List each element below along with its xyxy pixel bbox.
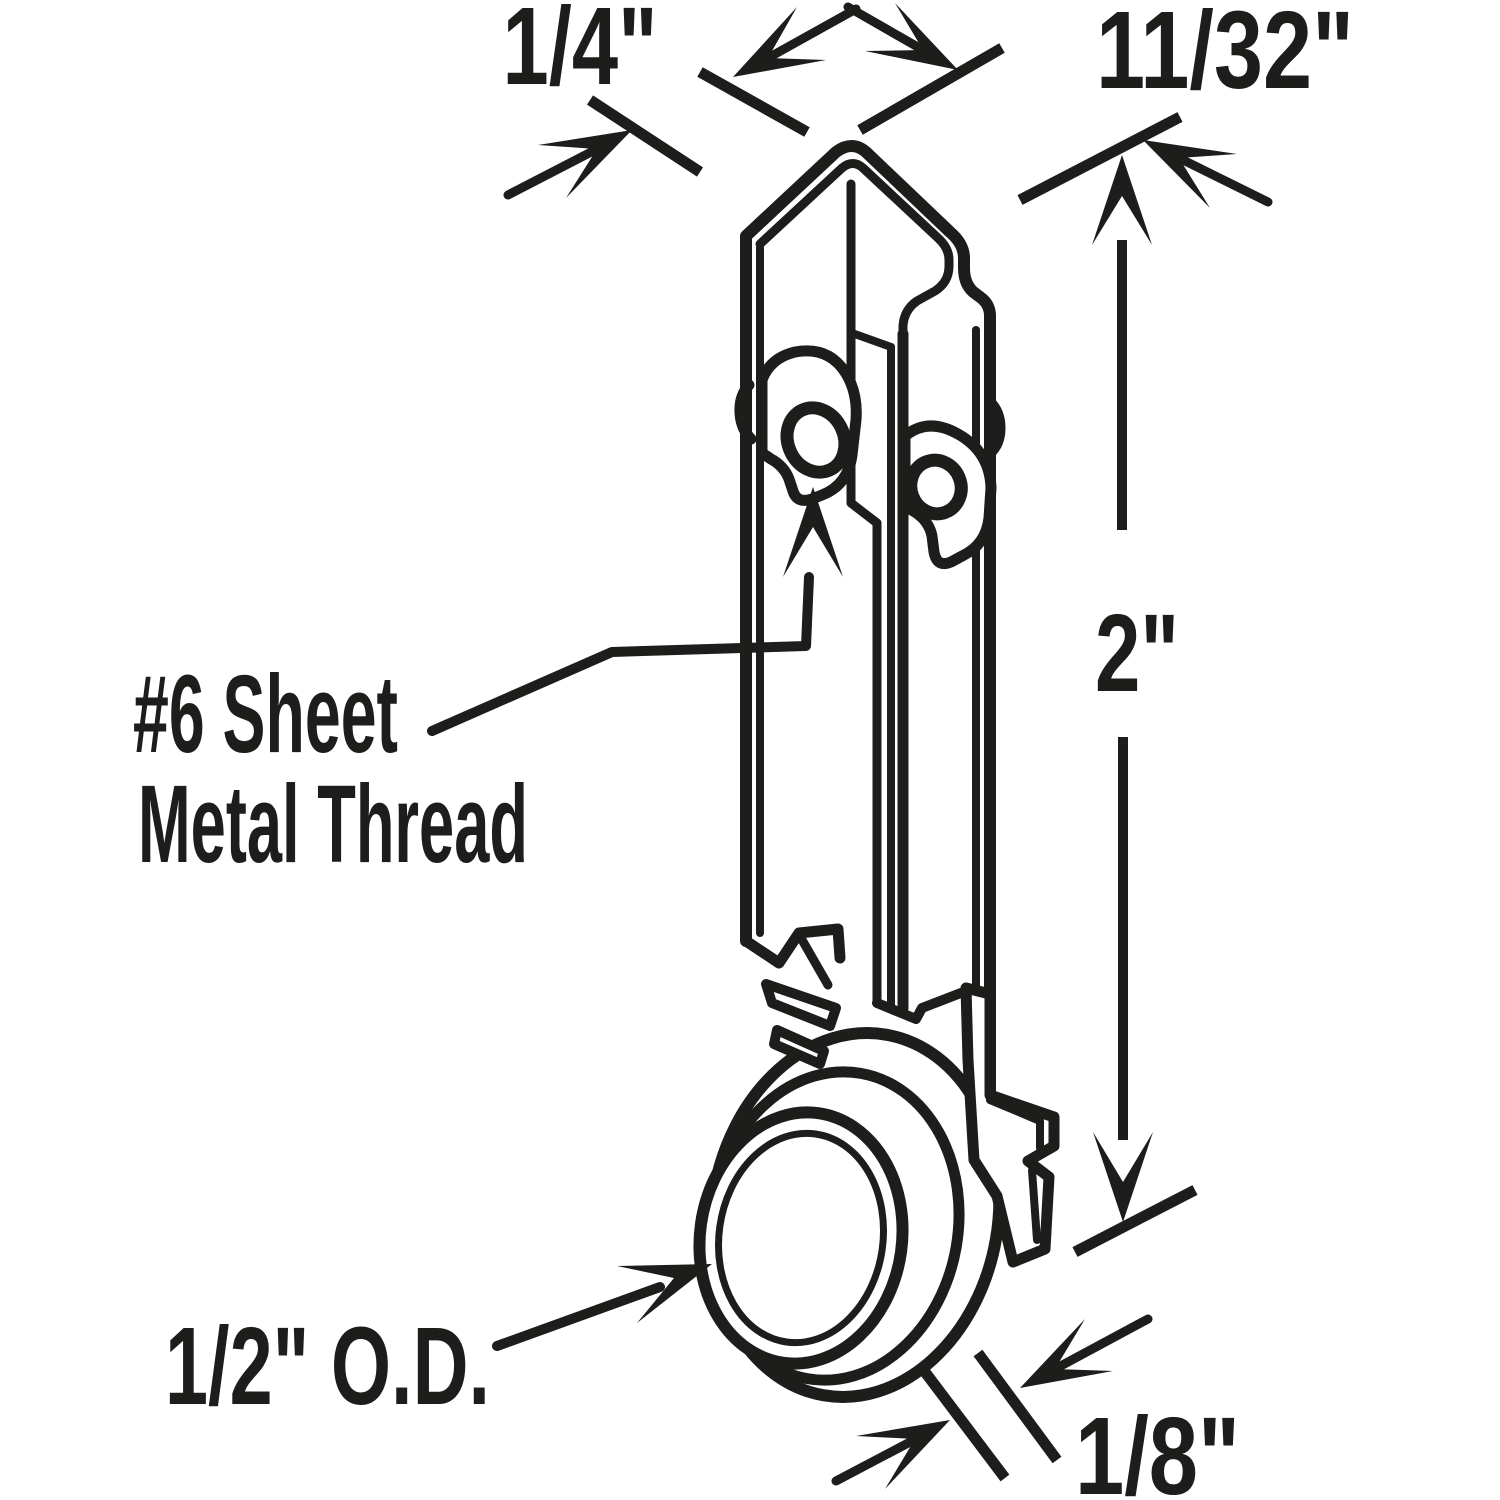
hook-inner-line-2 <box>1028 1166 1041 1244</box>
wheel-face-chamfer <box>714 1129 888 1347</box>
rightleg-bottom-hook <box>960 982 1060 1268</box>
screw-tab-left <box>756 345 862 506</box>
bracket-crease-line <box>846 179 882 1008</box>
dimension-eighth-inch: 1/8" <box>831 1314 1240 1500</box>
dim-label-quarter-inch: 1/4" <box>503 0 658 108</box>
screw-hole-right <box>904 453 968 521</box>
dim-label-eighth-inch: 1/8" <box>1075 1395 1240 1500</box>
bracket-inner-contour <box>755 159 954 339</box>
callout-text-line2: Metal Thread <box>138 763 528 886</box>
dimension-half-inch-od: 1/2" O.D. <box>165 1264 712 1428</box>
arrow-northeast <box>856 1420 950 1489</box>
screw-thread-callout: #6 Sheet Metal Thread <box>133 487 843 886</box>
left-edge-jog <box>734 379 757 445</box>
arrow-tail <box>763 4 861 63</box>
dim-label-two-inch: 2" <box>1095 592 1179 715</box>
dim-label-eleven-thirtyseconds: 11/32" <box>1096 0 1354 112</box>
arrow-tail <box>1174 153 1273 207</box>
arrow-up <box>1092 155 1152 245</box>
arrow-tail <box>492 1282 665 1351</box>
bracket-slot-diagonal-top <box>848 329 895 351</box>
callout-text-line1: #6 Sheet <box>133 653 398 776</box>
axle-plates <box>761 979 841 1069</box>
arrow-tail <box>503 144 602 200</box>
arrow-southwest <box>733 7 826 77</box>
arrow-southwest <box>1020 1319 1113 1388</box>
tick-line <box>1072 1185 1198 1257</box>
callout-leader-line <box>427 572 814 736</box>
tick-line <box>586 95 704 177</box>
arrow-tail <box>843 2 928 55</box>
arrow-northwest <box>1143 140 1237 208</box>
left-foot-notch <box>740 923 846 969</box>
dimension-eleven-thirtyseconds: 11/32" <box>843 0 1354 208</box>
roller-bracket <box>734 140 1006 1101</box>
screw-tab-right <box>899 420 997 570</box>
screw-hole-left <box>780 401 852 479</box>
rightleg-bottom-cut <box>872 986 971 1024</box>
tick-line <box>973 1349 1062 1464</box>
arrow-up-at-screw-hole <box>783 487 843 577</box>
tick-line <box>1017 112 1183 205</box>
arrow-tail <box>831 1436 917 1486</box>
axle-plate-upper <box>761 979 841 1031</box>
arrow-northeast <box>538 130 632 198</box>
left-foot-diagonal <box>796 933 833 990</box>
wheel-face-ellipse <box>693 1106 909 1370</box>
dim-label-half-inch-od: 1/2" O.D. <box>165 1305 490 1428</box>
right-edge-jog <box>984 396 1006 459</box>
tick-line <box>920 1368 1010 1482</box>
arrow-at-wheel <box>617 1264 712 1323</box>
arrow-down <box>1093 1132 1153 1222</box>
tick-line <box>697 67 810 137</box>
axle-plate-lower <box>769 1025 829 1069</box>
dimension-quarter-inch: 1/4" <box>503 0 861 200</box>
arrow-southeast <box>865 3 958 70</box>
roller-wheel <box>693 1027 1006 1403</box>
arrow-tail <box>1050 1314 1153 1374</box>
dimension-two-inch: 2" <box>1072 155 1198 1257</box>
bracket-outer-contour <box>740 140 996 1101</box>
tick-line <box>857 43 1005 135</box>
hook-inner-line-1 <box>986 1096 1044 1152</box>
